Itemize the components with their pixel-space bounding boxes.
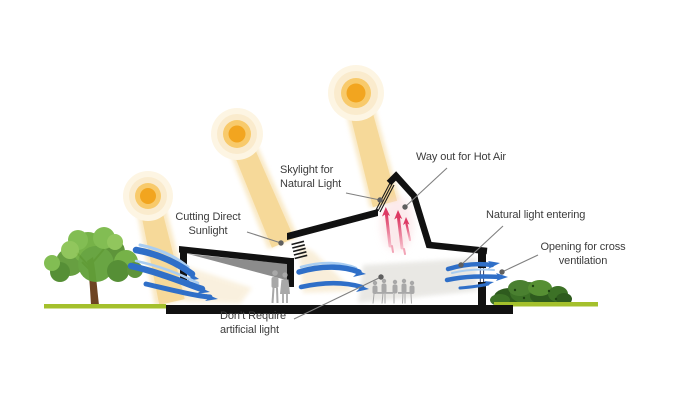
leader-natural <box>460 225 504 266</box>
label-artificial-line1: Don’t Require <box>220 310 286 322</box>
wind-arrows-interior <box>296 261 369 292</box>
label-way-out: Way out for Hot Air <box>416 150 506 164</box>
sun-middle <box>211 108 263 160</box>
hot-air-glow <box>381 197 413 251</box>
label-artificial-line2: artificial light <box>220 324 279 336</box>
leader-cutting <box>246 231 282 244</box>
wind-arrows-cross-ventilation <box>444 261 508 290</box>
sun-beam-middle-core <box>232 142 295 248</box>
label-way-out-line1: Way out for Hot Air <box>416 151 506 163</box>
leader-lines <box>246 167 539 320</box>
right-wall-lower <box>478 282 486 309</box>
louver-support-wall <box>287 258 294 287</box>
leader-dots <box>278 197 505 280</box>
label-opening-cross-ventilation: Opening for cross ventilation <box>532 240 634 268</box>
leader-way-out <box>404 167 448 208</box>
sun-core <box>228 125 246 143</box>
label-cutting-direct-sunlight: Cutting Direct Sunlight <box>160 210 256 238</box>
sun-beam-right-core <box>348 102 398 208</box>
label-no-artificial-light: Don’t Require artificial light <box>220 309 286 337</box>
building-floor-slab <box>166 305 513 314</box>
building-section <box>179 171 488 309</box>
label-cutting-line2: Sunlight <box>188 225 228 237</box>
label-skylight-line1: Skylight for <box>280 164 334 176</box>
sun-core <box>346 83 366 103</box>
tree-canopy <box>44 227 143 282</box>
label-opening-line1: Opening for cross <box>540 241 626 253</box>
label-cutting-line1: Cutting Direct <box>175 211 241 223</box>
label-skylight-line2: Natural Light <box>280 178 342 190</box>
sun-left <box>123 171 173 221</box>
monitor-roof-outline <box>386 171 488 255</box>
label-skylight: Skylight for Natural Light <box>280 163 341 191</box>
people-standing <box>271 270 290 304</box>
louver-fins <box>291 240 308 260</box>
hot-air-arrows <box>382 207 412 255</box>
label-natural-line1: Natural light entering <box>486 209 586 221</box>
leader-skylight <box>345 192 381 201</box>
sun-beams <box>137 102 400 306</box>
middle-roof <box>287 209 378 240</box>
sun-core <box>140 188 156 204</box>
left-roof <box>179 246 291 265</box>
left-roof-shadow <box>188 254 290 281</box>
wind-arrows-outside-left <box>127 243 218 301</box>
bush <box>490 280 572 306</box>
leader-opening <box>501 254 539 273</box>
ground-line-left <box>44 304 166 309</box>
skylight-glazing <box>375 182 395 213</box>
right-wall-upper <box>478 249 486 268</box>
people-seated-group <box>372 278 415 304</box>
ground-line-right <box>494 302 598 307</box>
leader-artificial <box>293 276 382 320</box>
tree <box>44 227 143 305</box>
sun-right <box>328 65 384 121</box>
label-natural-light-entering: Natural light entering <box>486 208 585 222</box>
label-opening-line2: ventilation <box>558 255 608 267</box>
